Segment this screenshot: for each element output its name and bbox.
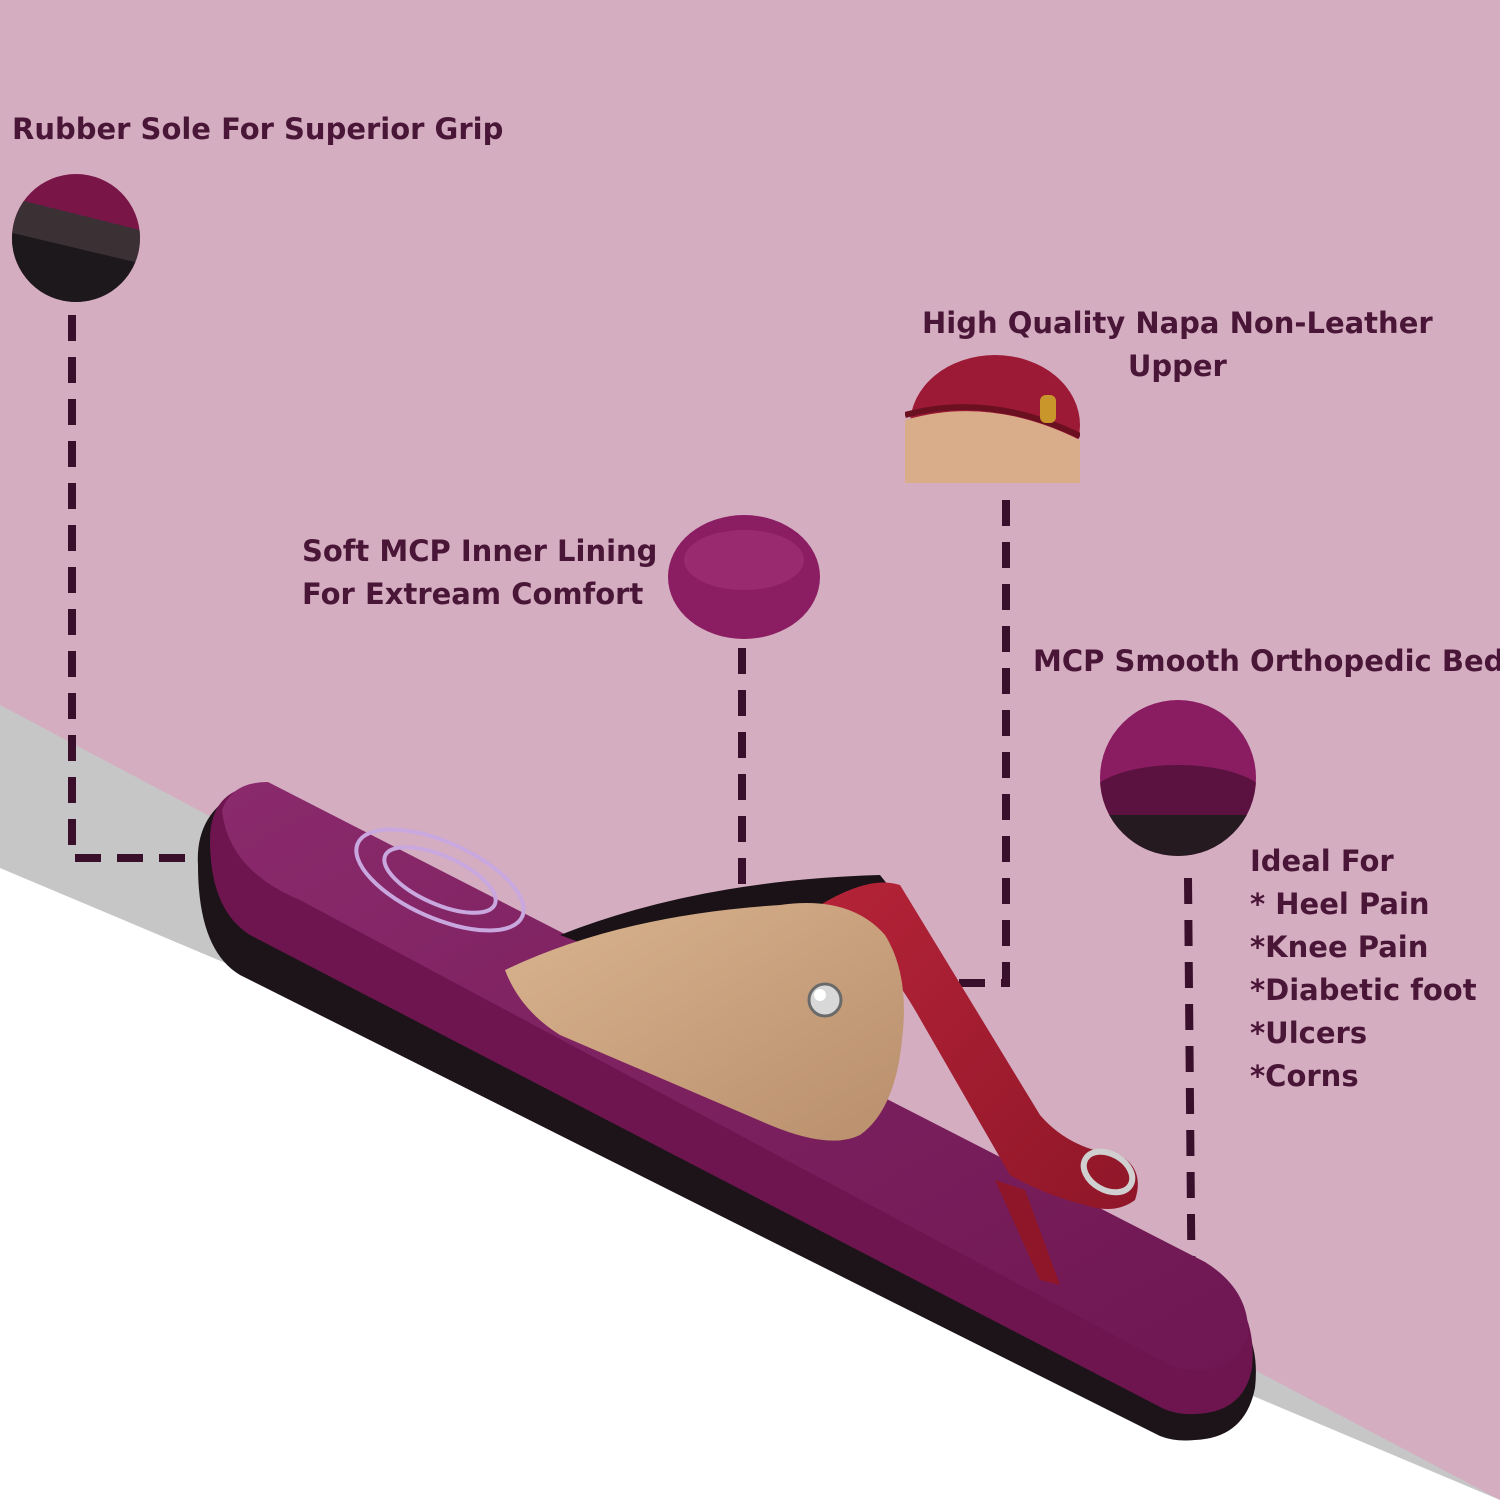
ideal-for-item: *Ulcers [1250,1016,1368,1050]
strap-rivet [807,982,843,1018]
label-inner-lining-line-2: For Extream Comfort [302,577,644,611]
strap-buckle [1080,1148,1136,1196]
brand-logo [354,827,526,933]
swatch-inner-lining [668,515,820,639]
ideal-for-item: *Diabetic foot [1250,973,1477,1007]
strap-red [820,882,1138,1209]
ideal-for-heading: Ideal For [1250,844,1394,878]
ideal-for-block: Ideal For * Heel Pain *Knee Pain *Diabet… [1250,840,1477,1098]
label-orthopedic-bed: MCP Smooth Orthopedic Bed [1033,644,1500,678]
leader-line-bed [1184,877,1196,1331]
label-upper: High Quality Napa Non-Leather Upper [922,302,1433,388]
leader-line-sole [68,315,196,862]
label-upper-line-1: High Quality Napa Non-Leather [922,306,1433,340]
strap-beige [505,903,904,1141]
sandal [197,782,1256,1441]
ideal-for-item: *Knee Pain [1250,930,1429,964]
ideal-for-item: * Heel Pain [1250,887,1430,921]
toe-post [995,1180,1060,1285]
label-rubber-sole: Rubber Sole For Superior Grip [12,112,504,146]
label-upper-line-2: Upper [1127,349,1227,383]
ideal-for-list: * Heel Pain *Knee Pain *Diabetic foot *U… [1250,883,1477,1098]
label-inner-lining: Soft MCP Inner Lining For Extream Comfor… [302,530,657,616]
ideal-for-item: *Corns [1250,1059,1359,1093]
swatch-upper [905,355,1080,483]
label-inner-lining-line-1: Soft MCP Inner Lining [302,534,658,568]
